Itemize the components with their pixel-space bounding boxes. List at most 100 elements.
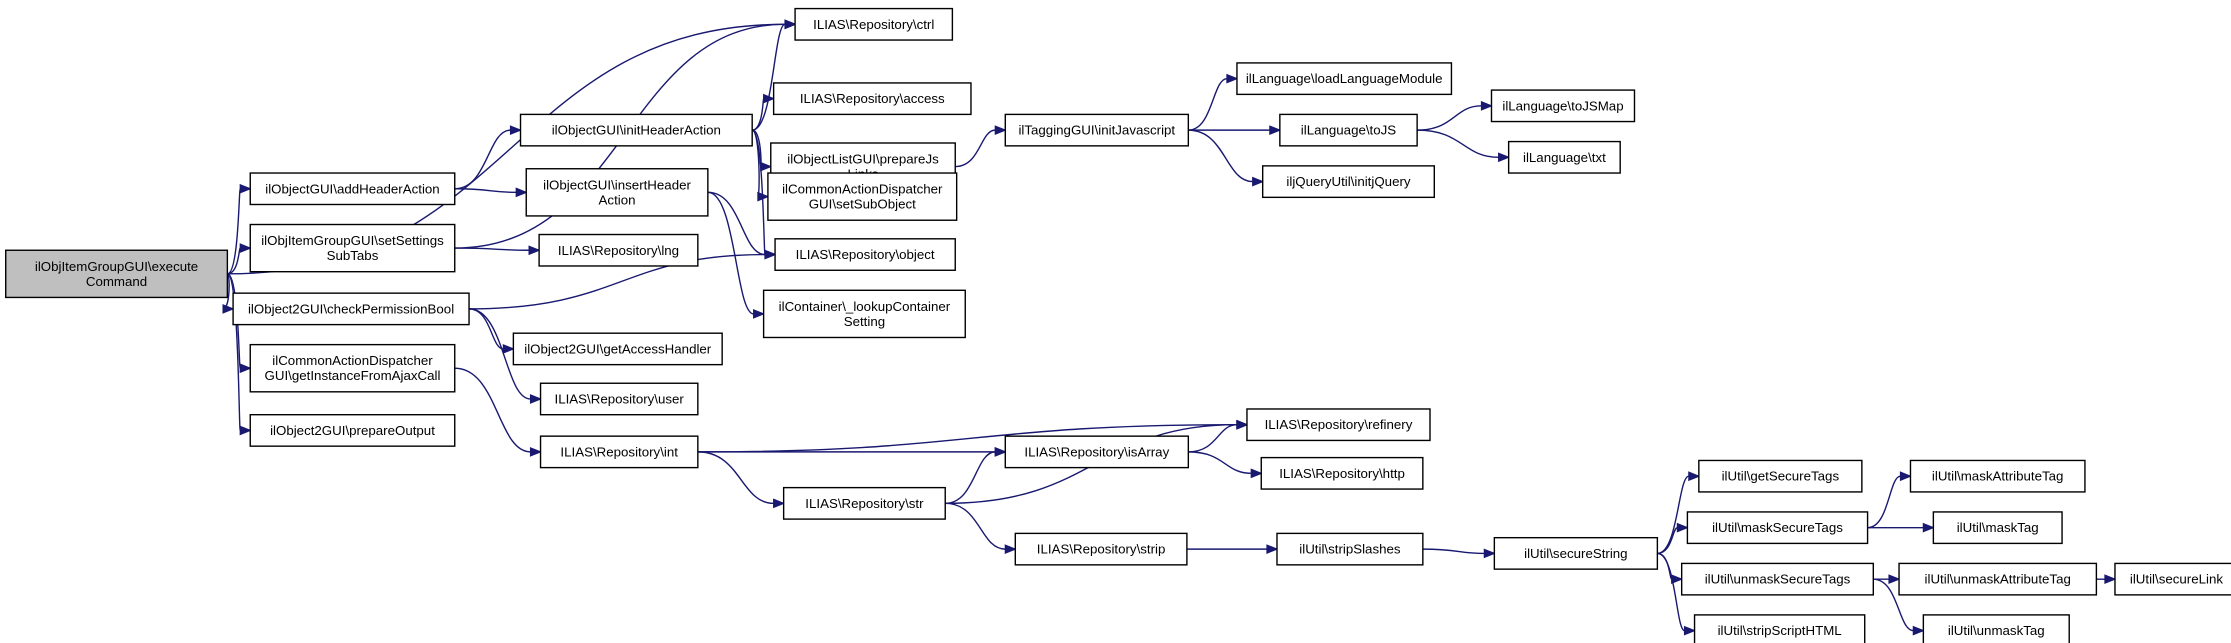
node-box[interactable] <box>538 233 699 267</box>
node-getAccessHandler[interactable]: ilObject2GUI\getAccessHandler <box>512 332 723 366</box>
root-node-box[interactable] <box>5 249 229 299</box>
node-box[interactable] <box>1246 408 1431 442</box>
edge-arrowhead <box>773 498 786 509</box>
node-stripScriptHTML[interactable]: ilUtil\stripScriptHTML <box>1693 614 1866 643</box>
node-loadLanguageModule[interactable]: ilLanguage\loadLanguageModule <box>1236 62 1453 96</box>
node-box[interactable] <box>767 172 958 221</box>
node-box[interactable] <box>774 238 956 271</box>
node-ctrl[interactable]: ILIAS\Repository\ctrl <box>794 7 954 41</box>
node-initjQuery[interactable]: iljQueryUtil\initjQuery <box>1261 165 1435 199</box>
node-box[interactable] <box>762 289 966 339</box>
node-unmaskAttributeTag[interactable]: ilUtil\unmaskAttributeTag <box>1898 562 2098 596</box>
node-box[interactable] <box>249 172 456 206</box>
edge-maskSecureTags-to-maskAttributeTag <box>1867 471 1913 529</box>
node-box[interactable] <box>1680 562 1875 596</box>
node-box[interactable] <box>1004 113 1190 147</box>
node-box[interactable] <box>1260 456 1424 490</box>
node-unmaskTag[interactable]: ilUtil\unmaskTag <box>1922 614 2070 643</box>
edge-arrowhead <box>1236 419 1249 430</box>
node-box[interactable] <box>249 414 456 447</box>
edge-line <box>697 451 774 505</box>
node-str[interactable]: ILIAS\Repository\str <box>782 486 946 520</box>
node-txt[interactable]: ilLanguage\txt <box>1507 140 1621 174</box>
node-toJS[interactable]: ilLanguage\toJS <box>1279 113 1418 147</box>
node-maskTag[interactable]: ilUtil\maskTag <box>1932 511 2063 545</box>
node-getSecureTags[interactable]: ilUtil\getSecureTags <box>1698 459 1863 493</box>
node-box[interactable] <box>1922 614 2070 643</box>
edge-arrowhead <box>1683 625 1697 636</box>
node-box[interactable] <box>512 332 723 366</box>
node-secureString[interactable]: ilUtil\secureString <box>1493 536 1659 570</box>
node-secureLink[interactable]: ilUtil\secureLink <box>2114 562 2231 596</box>
node-addHeaderAction[interactable]: ilObjectGUI\addHeaderAction <box>249 172 456 206</box>
node-access[interactable]: ILIAS\Repository\access <box>772 82 972 116</box>
node-box[interactable] <box>1686 511 1869 545</box>
edge-root-to-addHeaderAction <box>226 183 252 275</box>
edge-arrowhead <box>239 243 252 253</box>
node-box[interactable] <box>525 168 709 217</box>
node-maskSecureTags[interactable]: ilUtil\maskSecureTags <box>1686 511 1869 545</box>
edge-line <box>226 273 241 432</box>
edge-line <box>955 129 996 168</box>
node-refinery[interactable]: ILIAS\Repository\refinery <box>1246 408 1431 442</box>
node-box[interactable] <box>539 382 699 416</box>
edge-root-to-prepareOutput <box>226 273 252 436</box>
node-box[interactable] <box>782 486 946 520</box>
node-label: ilUtil\unmaskTag <box>1948 623 2045 638</box>
node-box[interactable] <box>1014 532 1188 566</box>
node-prepareOutput[interactable]: ilObject2GUI\prepareOutput <box>249 414 456 447</box>
node-box[interactable] <box>1236 62 1453 96</box>
node-strip[interactable]: ILIAS\Repository\strip <box>1014 532 1188 566</box>
node-unmaskSecureTags[interactable]: ilUtil\unmaskSecureTags <box>1680 562 1875 596</box>
node-isArray[interactable]: ILIAS\Repository\isArray <box>1004 435 1190 469</box>
node-box[interactable] <box>794 7 954 41</box>
node-maskAttributeTag[interactable]: ilUtil\maskAttributeTag <box>1909 459 2086 493</box>
edge-strip-to-stripSlashes <box>1186 544 1279 555</box>
node-checkPermissionBool[interactable]: ilObject2GUI\checkPermissionBool <box>232 292 470 326</box>
node-int[interactable]: ILIAS\Repository\int <box>539 435 699 469</box>
node-box[interactable] <box>539 435 699 469</box>
edge-initJavascript-to-toJS <box>1188 125 1282 136</box>
node-box[interactable] <box>1261 165 1435 199</box>
node-stripSlashes[interactable]: ilUtil\stripSlashes <box>1276 532 1424 566</box>
node-box[interactable] <box>1898 562 2098 596</box>
edge-arrowhead <box>1004 544 1017 555</box>
node-box[interactable] <box>232 292 470 326</box>
node-getInstanceFromAjaxCall[interactable]: ilCommonActionDispatcherGUI\getInstanceF… <box>249 343 456 393</box>
node-box[interactable] <box>1698 459 1863 493</box>
node-box[interactable] <box>519 113 753 147</box>
edge-maskSecureTags-to-maskTag <box>1867 522 1935 533</box>
node-initJavascript[interactable]: ilTaggingGUI\initJavascript <box>1004 113 1190 147</box>
node-box[interactable] <box>1493 536 1659 570</box>
node-http[interactable]: ILIAS\Repository\http <box>1260 456 1424 490</box>
node-label: ilObject2GUI\prepareOutput <box>270 423 435 438</box>
node-label: ilLanguage\loadLanguageModule <box>1246 71 1443 86</box>
node-box[interactable] <box>1693 614 1866 643</box>
node-box[interactable] <box>249 343 456 393</box>
node-lng[interactable]: ILIAS\Repository\lng <box>538 233 699 267</box>
node-box[interactable] <box>1004 435 1190 469</box>
node-initHeaderAction[interactable]: ilObjectGUI\initHeaderAction <box>519 113 753 147</box>
node-box[interactable] <box>2114 562 2231 596</box>
node-box[interactable] <box>1276 532 1424 566</box>
node-box[interactable] <box>1507 140 1621 174</box>
node-box[interactable] <box>249 223 456 273</box>
edge-line <box>454 247 530 251</box>
node-box[interactable] <box>1909 459 2086 493</box>
node-label: ILIAS\Repository\isArray <box>1024 444 1169 459</box>
node-label: ILIAS\Repository\strip <box>1037 542 1166 557</box>
node-box[interactable] <box>1279 113 1418 147</box>
node-object[interactable]: ILIAS\Repository\object <box>774 238 956 271</box>
node-box[interactable] <box>1932 511 2063 545</box>
edge-initHeaderAction-to-prepareJsLinks <box>751 129 773 172</box>
node-box[interactable] <box>1490 89 1636 123</box>
node-user[interactable]: ILIAS\Repository\user <box>539 382 699 416</box>
node-toJSMap[interactable]: ilLanguage\toJSMap <box>1490 89 1636 123</box>
edge-addHeaderAction-to-initHeaderAction <box>454 125 523 190</box>
node-box[interactable] <box>772 82 972 116</box>
